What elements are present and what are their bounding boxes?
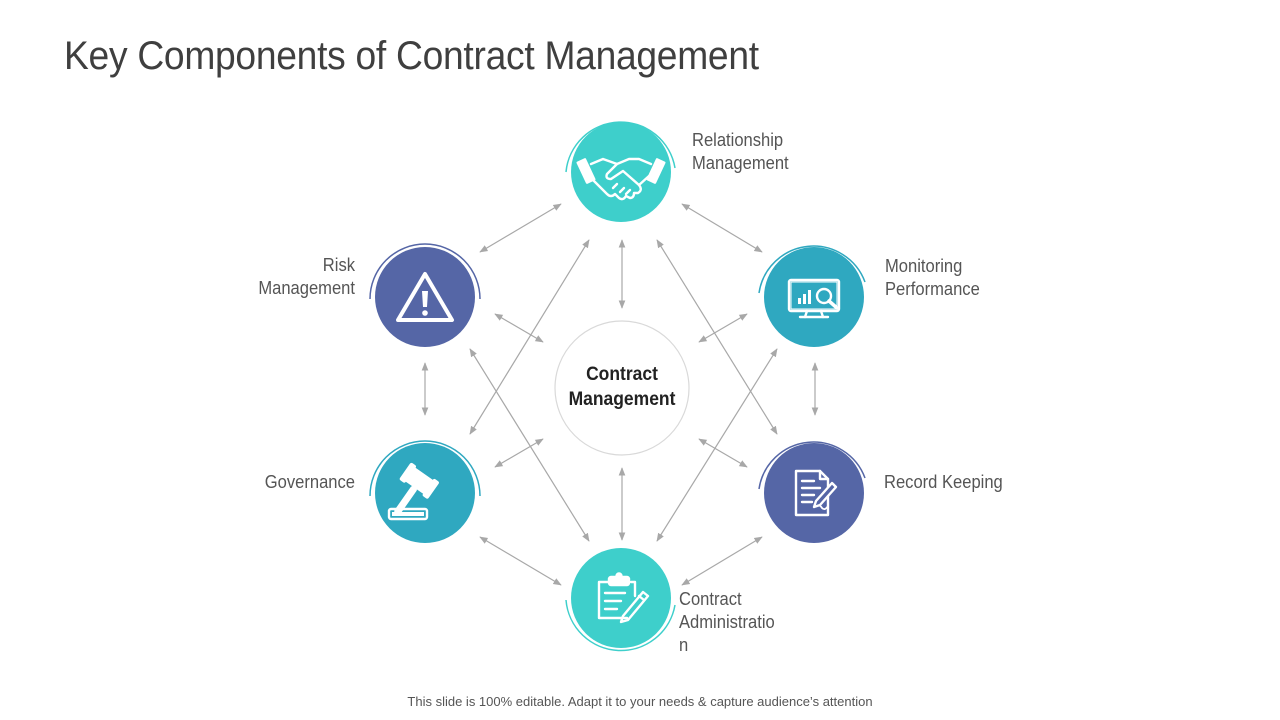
warning-icon: [396, 272, 454, 322]
node-relationship: [565, 121, 676, 222]
clipboard-pencil-icon: [597, 572, 650, 624]
slide-footer: This slide is 100% editable. Adapt it to…: [407, 694, 873, 709]
gavel-icon: [387, 462, 439, 521]
label-relationship-line2: Management: [692, 153, 789, 173]
label-risk-line1: Risk: [322, 255, 355, 275]
arrow-monitoring-center: [698, 313, 748, 343]
center-label: Contract Management: [559, 362, 686, 412]
label-governance: Governance: [171, 471, 355, 494]
arrow-record-administration: [681, 536, 763, 586]
node-governance: [369, 440, 481, 543]
monitor-chart-icon: [787, 278, 841, 319]
arrow-relationship-monitoring: [681, 203, 763, 253]
arrow-administration-governance: [479, 536, 562, 586]
node-monitoring: [758, 245, 866, 347]
label-record: Record Keeping: [884, 471, 1003, 494]
label-monitoring-line1: Monitoring: [885, 256, 963, 276]
connector-arrows: [421, 203, 819, 586]
label-underlines: [190, 175, 1050, 601]
label-administration: Contract Administratio n: [679, 588, 775, 657]
label-administration-line3: n: [679, 635, 689, 655]
label-record-line1: Record Keeping: [884, 472, 1003, 492]
arrow-risk-center: [494, 313, 544, 343]
label-monitoring-line2: Performance: [885, 279, 980, 299]
label-risk-line2: Management: [258, 278, 355, 298]
arrow-risk-administration: [469, 348, 590, 542]
center-label-line2: Management: [568, 389, 676, 410]
label-relationship: Relationship Management: [692, 129, 789, 175]
document-pen-icon: [794, 469, 838, 517]
label-relationship-line1: Relationship: [692, 130, 784, 150]
arrow-monitoring-administration: [656, 348, 778, 542]
node-record: [758, 441, 866, 543]
center-circle: [554, 320, 690, 456]
arrow-risk-relationship: [479, 203, 562, 253]
label-monitoring: Monitoring Performance: [885, 255, 980, 301]
handshake-icon: [576, 157, 666, 201]
slide-title: Key Components of Contract Management: [64, 34, 759, 78]
label-administration-line1: Contract: [679, 589, 742, 609]
center-label-line1: Contract: [586, 364, 658, 385]
arrow-governance-center: [494, 438, 544, 468]
node-administration: [565, 548, 676, 652]
label-administration-line2: Administratio: [679, 612, 775, 632]
node-risk: [369, 243, 481, 347]
label-risk: Risk Management: [171, 254, 355, 300]
label-governance-line1: Governance: [264, 472, 355, 492]
